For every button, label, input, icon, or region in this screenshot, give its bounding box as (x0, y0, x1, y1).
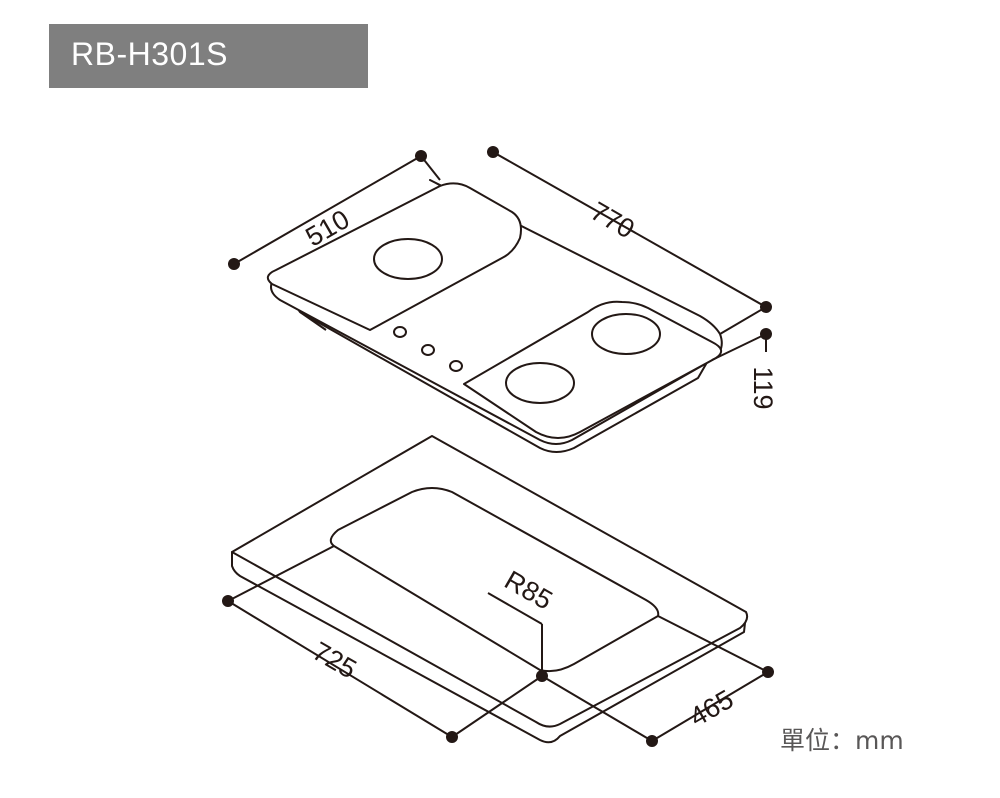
dim-ext-770 (719, 306, 767, 335)
dim-ext-725-b (451, 675, 543, 738)
burner-right-bottom (505, 362, 575, 404)
cutout-dimension-lines (222, 545, 774, 747)
dim-end-r85 (536, 670, 548, 682)
dim-ext-465-a (541, 675, 653, 742)
dim-label-770: 770 (585, 196, 639, 245)
cooktop-illustration (266, 179, 723, 453)
burner-right-top (591, 313, 661, 355)
countertop-cutout (329, 487, 660, 673)
dim-line-770 (492, 151, 767, 308)
control-knob-3 (449, 360, 463, 372)
cooktop-dimension-lines (228, 146, 772, 361)
dim-ext-119 (711, 333, 767, 361)
unit-label: 單位：mm (780, 726, 904, 755)
dim-label-119: 119 (748, 366, 778, 409)
dim-ext-510 (420, 155, 441, 181)
countertop-illustration (231, 435, 749, 744)
cooktop-edge-line (299, 311, 327, 331)
dim-line-725 (227, 600, 453, 738)
dim-leader-r85 (487, 592, 543, 625)
dim-label-465: 465 (684, 684, 738, 733)
control-knob-2 (421, 344, 435, 356)
control-knob-1 (393, 326, 407, 338)
dim-line-510 (233, 155, 422, 265)
model-title: RB-H301S (71, 36, 228, 72)
dim-ext-725-a (227, 545, 335, 602)
model-title-bar: RB-H301S (49, 24, 368, 88)
burner-left (373, 238, 443, 280)
dim-line-465 (651, 671, 769, 742)
dim-end-510-a (228, 258, 240, 270)
dim-ext-465-b (657, 615, 769, 673)
dim-end-770-a (487, 146, 499, 158)
